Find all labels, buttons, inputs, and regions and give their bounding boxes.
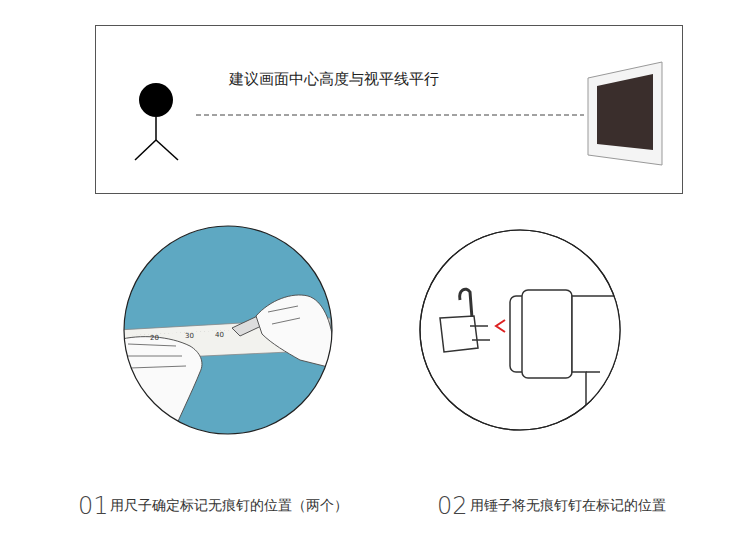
step-number: 01	[78, 492, 109, 520]
stick-figure	[135, 83, 178, 160]
hammer-illustration	[420, 230, 640, 430]
measure-illustration	[118, 226, 340, 440]
ruler-number: 20	[150, 334, 159, 342]
ruler-number: 30	[185, 332, 194, 340]
picture-frame	[588, 62, 662, 165]
sight-line	[196, 115, 584, 116]
step-number: 02	[437, 492, 468, 520]
note-text: 建议画面中心高度与视平线平行	[229, 70, 439, 89]
note-box: 建议画面中心高度与视平线平行	[95, 25, 683, 194]
ruler-number: 40	[215, 331, 224, 339]
step-caption: 用尺子确定标记无痕钉的位置（两个）	[110, 497, 348, 515]
step-caption: 用锤子将无痕钉钉在标记的位置	[470, 497, 666, 515]
